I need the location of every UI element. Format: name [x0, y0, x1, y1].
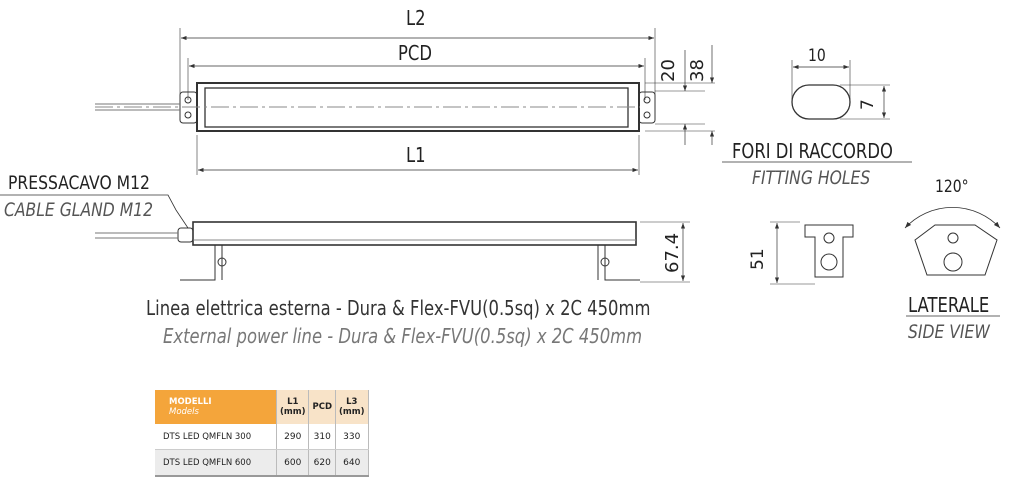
l1-label: L1 — [406, 143, 426, 167]
fitting-hole-view — [722, 60, 912, 163]
lateral-title-en: SIDE VIEW — [908, 321, 990, 343]
models-it: MODELLI — [169, 397, 212, 407]
table-row: DTS LED QMFLN 600 600 620 640 — [155, 449, 369, 477]
dim-38: 38 — [687, 59, 708, 82]
dim-51: 51 — [748, 248, 768, 270]
l3-cell: 640 — [335, 449, 369, 477]
top-view — [95, 28, 715, 175]
fitting-title-en: FITTING HOLES — [752, 167, 871, 189]
pcd-label: PCD — [398, 41, 432, 65]
l3-header: L3(mm) — [335, 390, 369, 424]
caption-it: Linea elettrica esterna - Dura & Flex-FV… — [146, 296, 651, 320]
pcd-header: PCD — [308, 390, 337, 424]
l1-header: L1(mm) — [276, 390, 310, 424]
l1-cell: 600 — [276, 449, 310, 477]
cable-gland-label-en: CABLE GLAND M12 — [4, 199, 153, 221]
model-cell: DTS LED QMFLN 600 — [155, 449, 277, 477]
l1-h: L1 — [287, 397, 299, 407]
l3-cell: 330 — [335, 424, 369, 450]
models-en: Models — [169, 407, 199, 417]
dim-67-4: 67.4 — [662, 232, 683, 273]
l3-h: L3 — [346, 397, 358, 407]
lateral-view — [770, 206, 1001, 317]
dim-7: 7 — [858, 99, 878, 110]
angle-120: 120° — [935, 177, 969, 197]
pcd-cell: 310 — [308, 424, 337, 450]
fitting-title-it: FORI DI RACCORDO — [732, 139, 893, 163]
lateral-title-it: LATERALE — [908, 293, 990, 317]
side-view — [0, 194, 690, 283]
l1-cell: 290 — [276, 424, 310, 450]
pcd-cell: 620 — [308, 449, 337, 477]
caption-en: External power line - Dura & Flex-FVU(0.… — [163, 324, 643, 348]
l2-label: L2 — [406, 6, 426, 30]
l3-unit: (mm) — [339, 407, 365, 417]
dim-20: 20 — [658, 59, 679, 82]
l1-unit: (mm) — [280, 407, 306, 417]
model-cell: DTS LED QMFLN 300 — [155, 424, 277, 450]
table-row: DTS LED QMFLN 300 290 310 330 — [155, 424, 369, 450]
dim-10: 10 — [808, 46, 826, 66]
cable-gland-label-it: PRESSACAVO M12 — [8, 172, 150, 194]
